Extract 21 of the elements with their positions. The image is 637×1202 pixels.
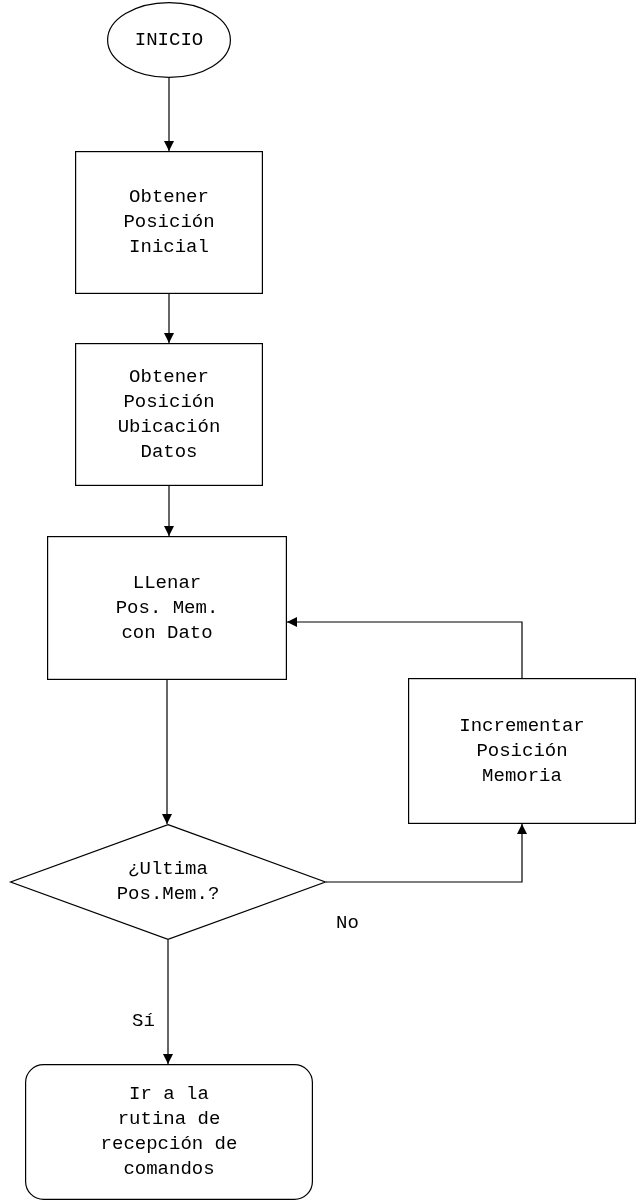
arrow bbox=[163, 939, 173, 1065]
process-box bbox=[75, 343, 263, 486]
decision-diamond bbox=[10, 824, 326, 940]
arrow bbox=[162, 679, 172, 825]
node-label: Incrementar Posición Memoria bbox=[458, 713, 586, 789]
node-label: Obtener Posición Ubicación Datos bbox=[116, 364, 222, 465]
process-box bbox=[408, 678, 636, 824]
arrow bbox=[164, 485, 174, 537]
arrow bbox=[164, 293, 174, 344]
node-label: ¿Ultima Pos.Mem.? bbox=[115, 857, 221, 907]
arrow bbox=[286, 617, 523, 679]
node-label: INICIO bbox=[134, 27, 204, 53]
node-label: LLenar Pos. Mem. con Dato bbox=[114, 570, 220, 646]
arrow bbox=[325, 823, 527, 883]
node-label: Ir a la rutina de recepción de comandos bbox=[99, 1082, 239, 1182]
process-box bbox=[75, 151, 263, 294]
process-box bbox=[47, 536, 287, 680]
terminal-box bbox=[25, 1064, 313, 1200]
start-ellipse bbox=[107, 2, 231, 78]
arrow bbox=[164, 77, 174, 152]
node-label: Obtener Posición Inicial bbox=[122, 185, 216, 260]
